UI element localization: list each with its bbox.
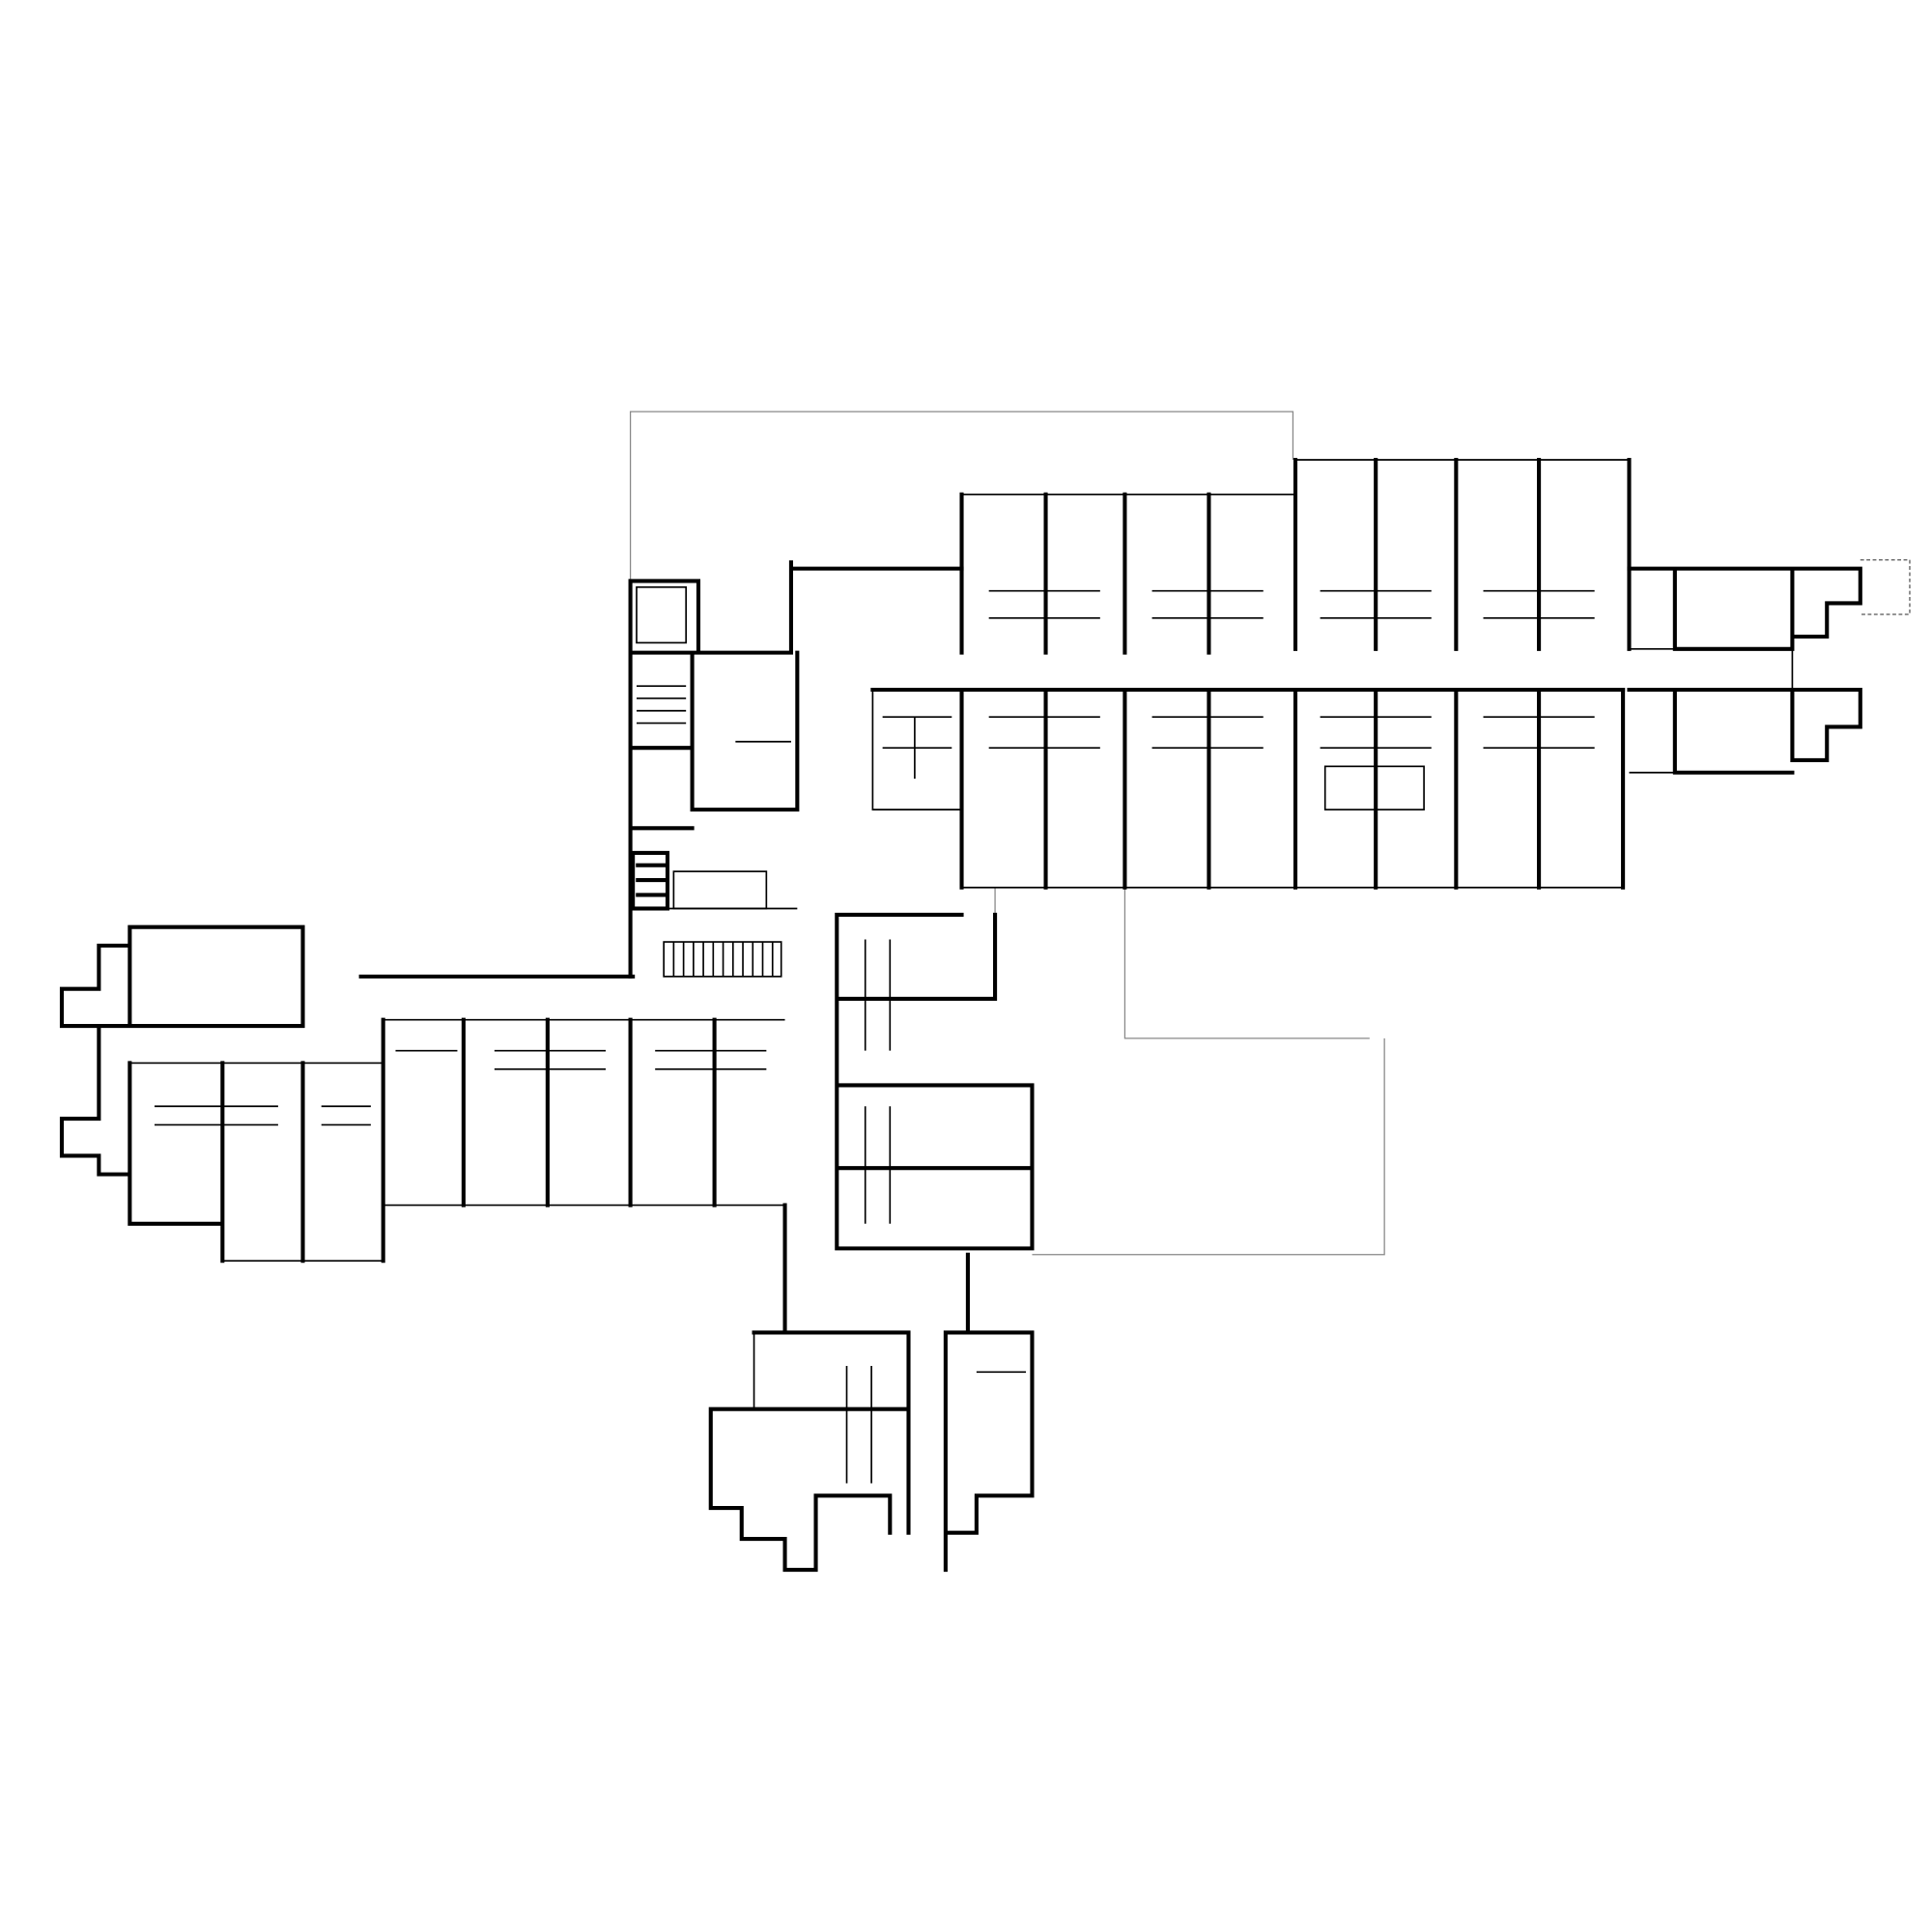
- right-annex-outline: [1860, 559, 1911, 615]
- stair-icon: [663, 941, 782, 978]
- upper-right-wing: [870, 457, 1632, 890]
- site-outline-right: [994, 887, 1385, 1256]
- central-core: [628, 560, 964, 979]
- bottom-wing: [708, 1330, 1035, 1573]
- middle-corridor: [782, 912, 1035, 1331]
- left-wing: [59, 924, 785, 1264]
- site-outline-top: [629, 411, 1294, 582]
- right-end-units: [1627, 566, 1862, 775]
